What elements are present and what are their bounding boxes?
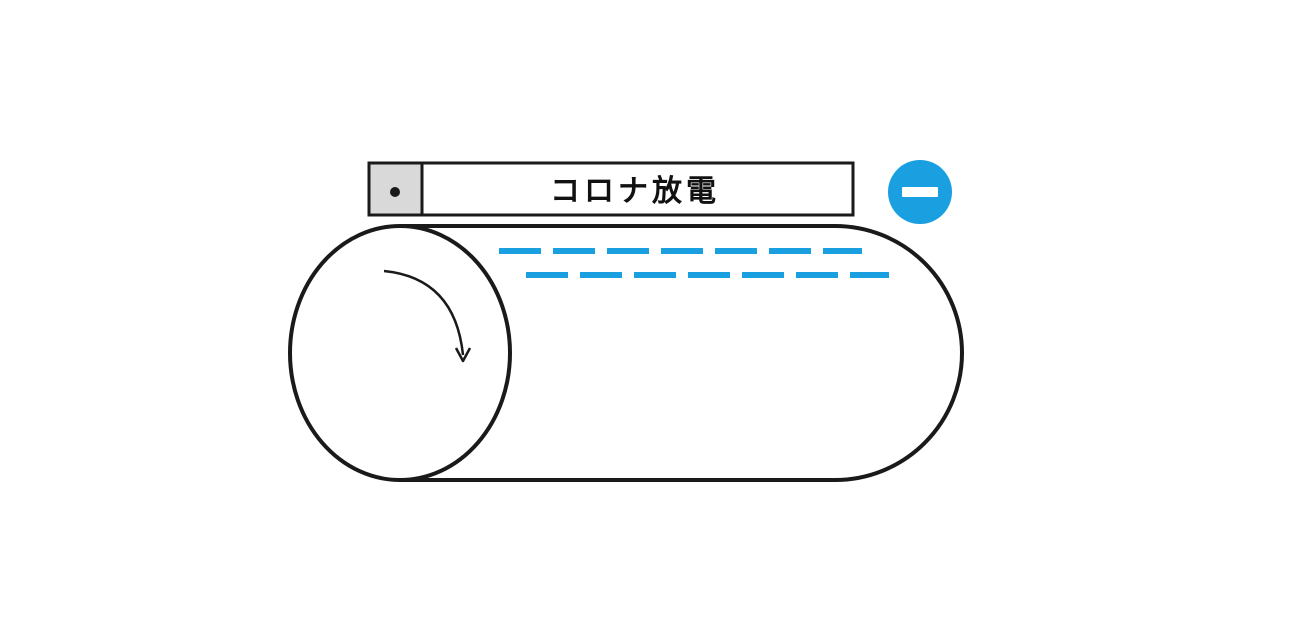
drum-end-cap — [288, 224, 512, 482]
charger-label: コロナ放電 — [550, 174, 720, 209]
corona-charger: コロナ放電 — [367, 161, 855, 217]
rotation-arrow-icon — [383, 269, 472, 363]
negative-charge-icon — [888, 160, 952, 224]
charger-wire-dot — [390, 187, 400, 197]
drum-body — [400, 224, 964, 482]
